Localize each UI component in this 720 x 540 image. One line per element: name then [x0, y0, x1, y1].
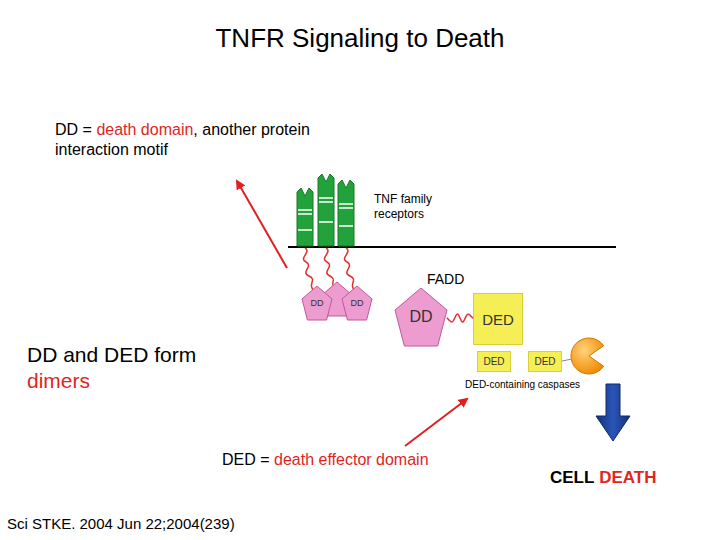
leader-arrow	[237, 181, 287, 268]
domain-label: DD	[409, 309, 432, 325]
domain-label: DED	[534, 357, 555, 367]
definition-note: DED =death effector domain	[222, 450, 429, 470]
cell-membrane	[288, 246, 616, 248]
down-arrow	[596, 384, 630, 441]
receptor-tail	[344, 248, 356, 292]
receptor-stripe	[319, 197, 333, 199]
highlight-text: dimers	[27, 368, 287, 394]
receptor-stripe	[319, 201, 333, 203]
receptor-tail	[303, 248, 315, 292]
definition-note: DD =death domain, another protein intera…	[55, 120, 370, 160]
label-text: CELL	[550, 468, 594, 487]
tnf-receptor	[338, 180, 354, 246]
domain-label: DD	[351, 299, 364, 308]
protein-label: FADD	[427, 271, 464, 289]
receptor-stripe	[339, 203, 353, 205]
linker-connector	[447, 314, 473, 322]
caspase-domain	[571, 338, 604, 374]
domain-label: DED	[483, 357, 504, 367]
receptor-stripes	[298, 198, 353, 230]
receptor-stripe	[319, 221, 333, 223]
effector-domain: DED	[477, 351, 511, 372]
caspase-link	[562, 359, 572, 361]
label-text: Sci STKE. 2004 Jun 22;2004(239)	[7, 515, 235, 532]
death-domain: DD	[302, 286, 332, 320]
receptor-stripe	[339, 207, 353, 209]
highlight-text: death domain	[96, 121, 193, 138]
domain-shape	[395, 288, 447, 346]
label-text: FADD	[427, 271, 464, 287]
dimer-note: DD and DED formdimers	[27, 342, 287, 395]
effector-domain: DED	[473, 293, 523, 345]
domain-shape	[342, 286, 372, 320]
domain-label: DED	[482, 312, 514, 327]
death-domain: DD	[342, 286, 372, 320]
highlight-text: DEATH	[599, 468, 656, 487]
domain-label: DD	[311, 299, 324, 308]
receptor-label: TNF family receptors	[374, 192, 446, 222]
domain-shape	[302, 286, 332, 320]
receptor-stripe	[298, 229, 312, 231]
receptor-stripe	[339, 225, 353, 227]
receptor-stripe	[298, 209, 312, 211]
highlight-text: death effector domain	[274, 451, 428, 468]
label-text: TNF family receptors	[374, 192, 432, 221]
leader-arrow	[405, 399, 467, 446]
receptor-tail	[324, 248, 336, 288]
outcome-label: CELL DEATH	[550, 467, 656, 488]
death-domain: DD	[395, 288, 447, 346]
tnf-receptor	[297, 188, 313, 246]
tnf-receptor	[318, 174, 334, 246]
slide-title: TNFR Signaling to Death	[0, 24, 720, 53]
label-text: DED =	[222, 451, 270, 468]
label-text: DD and DED form	[27, 342, 287, 368]
receptor-stripe	[298, 213, 312, 215]
citation: Sci STKE. 2004 Jun 22;2004(239)	[7, 515, 235, 534]
effector-domain: DED	[528, 351, 562, 372]
caspase-label: DED-containing caspases	[465, 379, 580, 392]
label-text: DD =	[55, 121, 92, 138]
label-text: DED-containing caspases	[465, 379, 580, 390]
